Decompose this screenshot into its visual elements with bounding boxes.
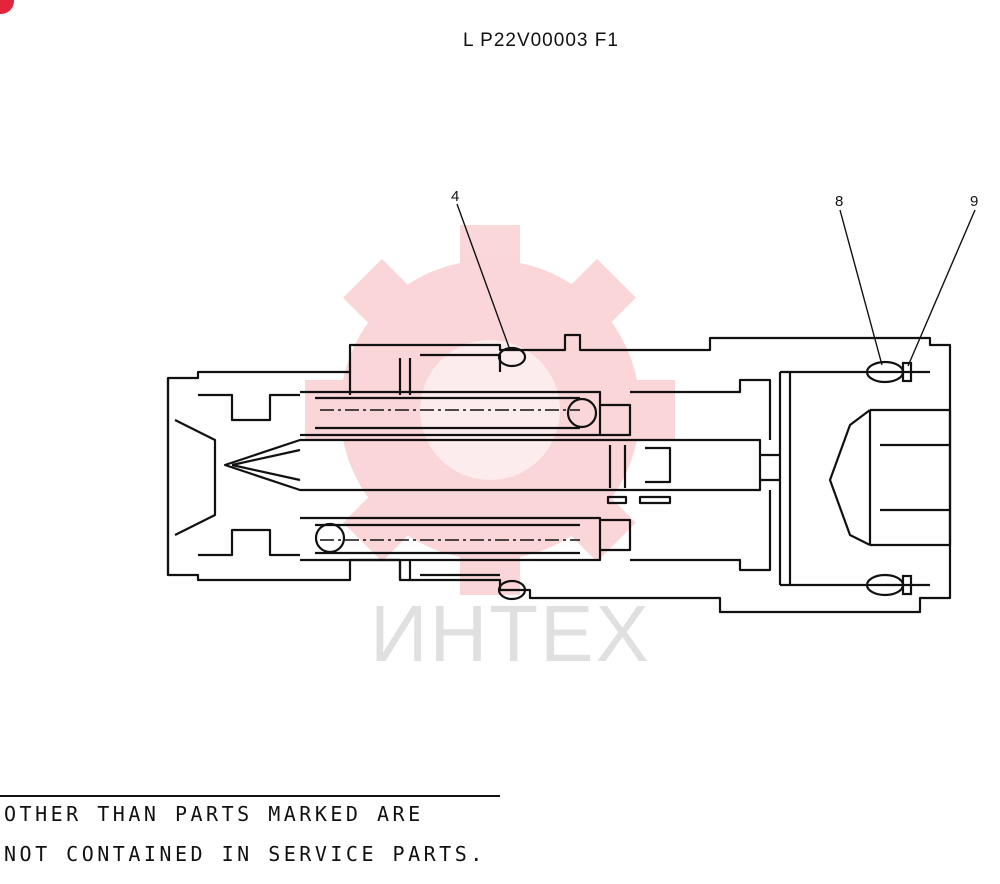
note-rule: [0, 795, 500, 797]
callout-9: 9: [970, 193, 978, 210]
watermark-text: ИНТЕХ: [370, 589, 651, 678]
leader-line-4: [456, 203, 511, 351]
leader-line-9: [907, 209, 976, 367]
backup-ring-upper: [566, 397, 598, 429]
drawing-code: L P22V00003 F1: [463, 30, 619, 51]
callout-4: 4: [451, 188, 459, 205]
backup-ring-lower-right: [901, 574, 913, 596]
service-note-line-1: OTHER THAN PARTS MARKED ARE: [4, 802, 424, 826]
service-note-line-2: NOT CONTAINED IN SERVICE PARTS.: [4, 842, 486, 866]
backup-ring-lower: [314, 522, 346, 554]
backup-ring-9: [901, 361, 913, 383]
o-ring-4: [497, 346, 527, 368]
leader-line-8: [839, 209, 883, 366]
callout-8: 8: [835, 193, 843, 210]
o-ring-lower: [497, 579, 527, 601]
